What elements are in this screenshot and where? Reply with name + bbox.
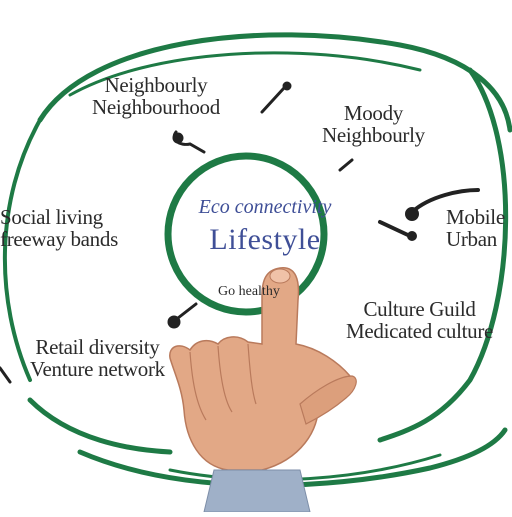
label-top-left: Neighbourly Neighbourhood	[92, 74, 220, 118]
label-bottom-left-line2: Venture network	[30, 357, 165, 382]
label-right-line2: Urban	[446, 227, 497, 252]
center-title-line2: Lifestyle	[209, 223, 321, 256]
pointer-icon	[167, 302, 198, 329]
ring-top-arc-inner	[68, 51, 422, 97]
label-left-line2: freeway bands	[0, 227, 118, 252]
label-left: Social living freeway bands	[0, 206, 118, 250]
label-right-line1: Mobile	[446, 205, 505, 229]
pointer-icon	[260, 81, 292, 114]
ring-bottom-arc-inner	[168, 453, 442, 482]
ring-bottom-left-arc	[27, 397, 173, 455]
pointing-hand	[169, 267, 357, 513]
pointer-icon	[172, 130, 206, 154]
outer-ring	[2, 32, 512, 488]
center-title-line1: Eco connectivity	[198, 196, 332, 218]
pointer-icon	[338, 158, 354, 172]
label-top-right-line2: Neighbourly	[322, 123, 425, 148]
center-title: Eco connectivity Lifestyle	[180, 196, 350, 257]
label-right: Mobile Urban	[446, 206, 505, 250]
pointer-icon	[378, 188, 480, 241]
ring-right-arc	[377, 67, 509, 443]
label-top-left-line2: Neighbourhood	[92, 95, 220, 120]
label-bottom-left: Retail diversity Venture network	[30, 336, 165, 380]
label-top-left-line1: Neighbourly	[104, 73, 208, 97]
label-left-line1: Social living	[0, 205, 103, 229]
label-bottom-right: Culture Guild Medicated culture	[346, 298, 493, 342]
ring-top-arc	[37, 32, 512, 133]
pointer-icon	[0, 366, 12, 384]
fingernail	[269, 268, 291, 284]
ring-bottom-arc	[77, 427, 508, 488]
label-top-right-line1: Moody	[343, 101, 404, 125]
ring-left-arc	[2, 118, 42, 382]
label-bottom-right-line2: Medicated culture	[346, 319, 494, 344]
hand-thumb	[299, 375, 357, 425]
label-bottom-right-line1: Culture Guild	[363, 297, 476, 321]
label-bottom-left-line1: Retail diversity	[35, 335, 160, 359]
hand-finger-lines	[189, 343, 257, 421]
sleeve	[203, 469, 311, 513]
center-subtext: Go healthy	[218, 284, 280, 299]
label-top-right: Moody Neighbourly	[322, 102, 425, 146]
